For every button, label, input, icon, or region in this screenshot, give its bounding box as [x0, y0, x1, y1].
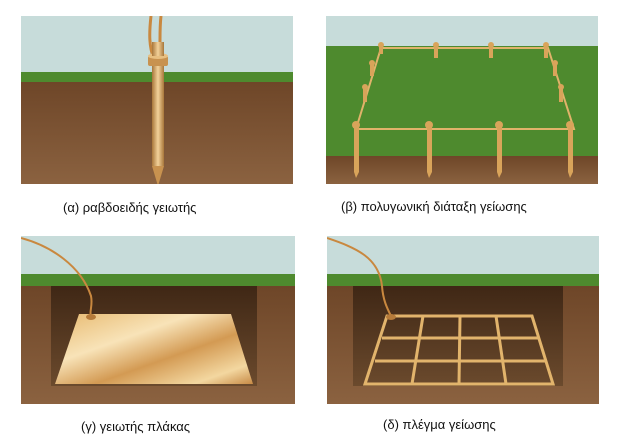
caption-rod-electrode: (α) ραβδοειδής γειωτής: [63, 200, 197, 215]
ground-rods: [362, 42, 564, 102]
ground-mesh: [362, 314, 556, 386]
panel-rod-electrode: [21, 16, 293, 184]
grass: [21, 274, 295, 286]
caption-plate-electrode: (γ) γειωτής πλάκας: [81, 419, 191, 434]
panel-plate-electrode: [21, 236, 295, 404]
ground-rod: [152, 54, 164, 166]
caption-polygonal-arrangement: (β) πολυγωνική διάταξη γείωσης: [341, 199, 527, 214]
grounding-mesh-illustration: [327, 236, 599, 404]
rod-tip: [152, 166, 164, 184]
rod-electrode-illustration: [21, 16, 293, 184]
polygonal-arrangement-illustration: [326, 16, 598, 184]
plate-electrode-illustration: [21, 236, 295, 404]
wire: [21, 237, 93, 317]
sky: [327, 236, 599, 276]
panel-polygonal-arrangement: [326, 16, 598, 184]
wire: [327, 237, 392, 317]
grass: [327, 274, 599, 286]
soil: [326, 156, 598, 184]
caption-grounding-mesh: (δ) πλέγμα γείωσης: [383, 417, 496, 432]
sky: [21, 236, 295, 276]
panel-grounding-mesh: [327, 236, 599, 404]
sky: [326, 16, 598, 48]
ground-plate: [55, 314, 253, 384]
